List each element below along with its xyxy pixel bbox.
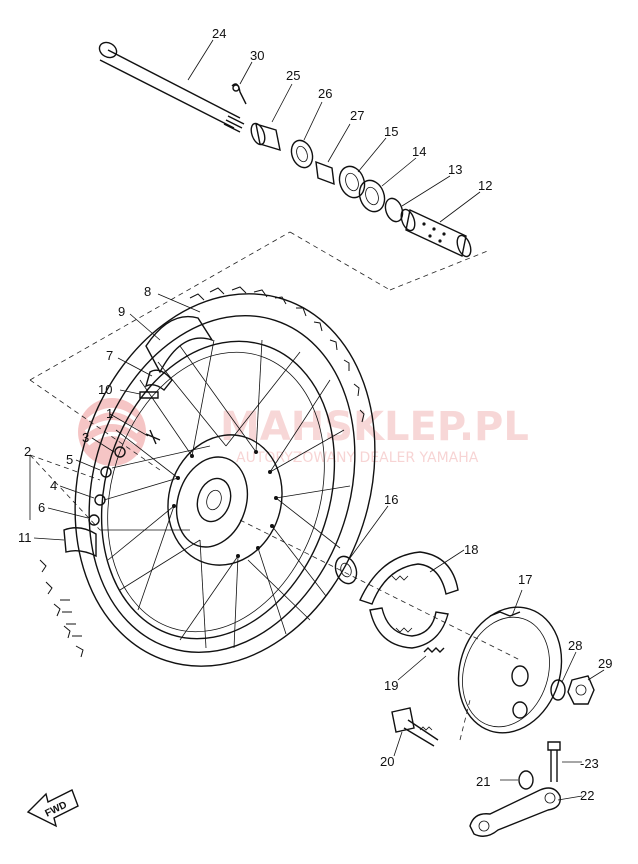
callout-4: 4	[50, 478, 57, 493]
callout-3: 3	[82, 430, 89, 445]
spacer	[315, 160, 335, 186]
watermark-subtitle: AUTORYZOWANY DEALER YAMAHA	[236, 450, 479, 466]
oil-seal	[290, 139, 314, 169]
callout-22: 22	[580, 788, 594, 803]
callout-20: 20	[380, 754, 394, 769]
callout-9: 9	[118, 304, 125, 319]
callout-1: 1	[106, 406, 113, 421]
collar	[250, 122, 281, 152]
callout-29: 29	[598, 656, 612, 671]
callout-11: 11	[18, 530, 32, 545]
callout-6: 6	[38, 500, 45, 515]
callout-16: 16	[384, 492, 398, 507]
callout-18: 18	[464, 542, 478, 557]
leader-lines	[29, 39, 605, 801]
callout-27: 27	[350, 108, 364, 123]
cotter-pin	[231, 83, 247, 105]
brake-spring	[423, 647, 445, 653]
callout-7: 7	[106, 348, 113, 363]
callout-21: 21	[476, 774, 490, 789]
callout-30: 30	[250, 48, 264, 63]
rim	[100, 340, 336, 640]
tire	[74, 293, 376, 667]
callout-26: 26	[318, 86, 332, 101]
callout-25: 25	[286, 68, 300, 83]
callout-12: 12	[478, 178, 492, 193]
callout-5: 5	[66, 452, 73, 467]
cam-lever-bolt	[547, 741, 561, 782]
cam-lever	[469, 787, 561, 837]
spacer-flange	[400, 208, 472, 258]
spoke-nipples	[88, 429, 161, 526]
axle	[98, 41, 245, 133]
callouts: 24 30 25 26 27 15 14 13 12 8 9 7 10 1 3 …	[18, 26, 612, 803]
callout-23: -23	[580, 756, 599, 771]
callout-19: 19	[384, 678, 398, 693]
callout-15: 15	[384, 124, 398, 139]
spokes	[100, 339, 351, 649]
valve	[139, 391, 159, 399]
tire-tread	[39, 286, 365, 658]
tire-bracket	[63, 527, 97, 558]
circlip	[384, 197, 404, 223]
bearing-right	[358, 179, 386, 213]
brake-camshaft	[391, 707, 439, 747]
callout-24: 24	[212, 26, 226, 41]
bearing-left	[338, 165, 366, 199]
tube-patch	[144, 369, 173, 391]
callout-8: 8	[144, 284, 151, 299]
axle-nut	[567, 675, 595, 705]
brake-plate	[457, 606, 563, 734]
callout-2: 2	[24, 444, 31, 459]
callout-13: 13	[448, 162, 462, 177]
callout-14: 14	[412, 144, 426, 159]
fwd-arrow-icon: FWD	[26, 789, 79, 828]
brake-shoes	[359, 551, 459, 649]
washer	[550, 679, 566, 701]
hub-oil-seal	[334, 555, 358, 585]
callout-10: 10	[98, 382, 112, 397]
cam-lever-washer	[518, 770, 534, 790]
callout-28: 28	[568, 638, 582, 653]
callout-17: 17	[518, 572, 532, 587]
wheel	[39, 286, 376, 667]
assembly-lines	[29, 231, 521, 741]
watermark: MAHSKLEP.PL AUTORYZOWANY DEALER YAMAHA	[78, 398, 529, 466]
rim-band	[145, 315, 214, 374]
